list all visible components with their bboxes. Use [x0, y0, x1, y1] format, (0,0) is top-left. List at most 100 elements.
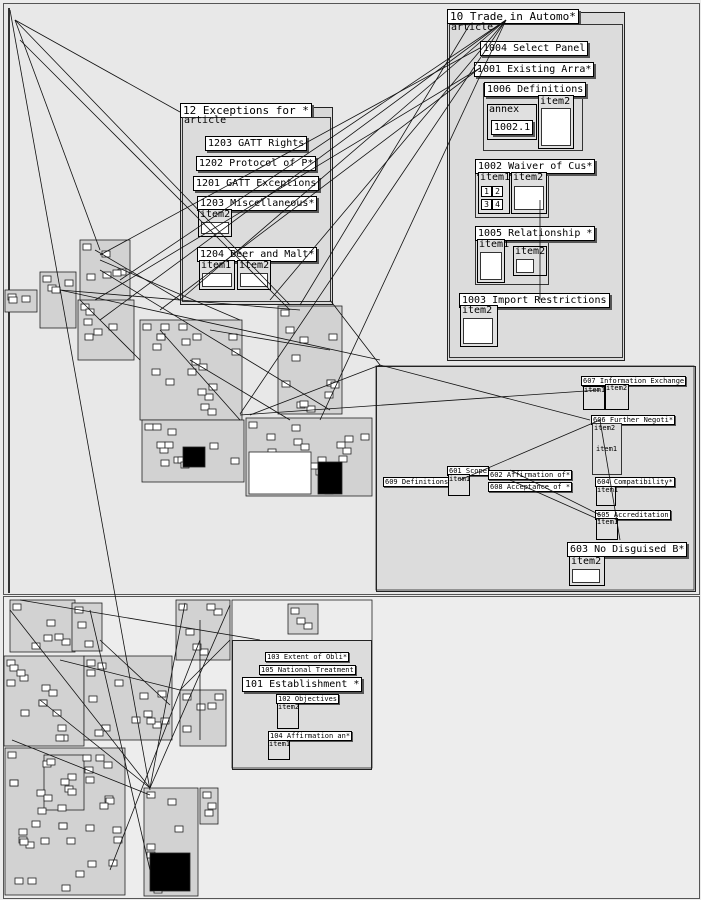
black-block: [317, 461, 343, 495]
node-605[interactable]: 605 Accreditation: [595, 510, 671, 520]
node-1004[interactable]: 1004 Select Panel: [480, 41, 589, 56]
cluster-node: [7, 751, 17, 759]
cluster-node: [54, 633, 64, 641]
cluster-node: [156, 333, 166, 341]
cluster-node: [165, 378, 175, 386]
cluster-node: [31, 820, 41, 828]
edge: [39, 699, 151, 789]
edge: [299, 23, 471, 306]
node-1001[interactable]: 1001 Existing Arra*: [474, 62, 595, 77]
cluster-node: [38, 699, 48, 707]
node-602[interactable]: 602 Affirmation of*: [488, 470, 573, 480]
edge: [99, 47, 481, 256]
cluster-node: [209, 442, 219, 450]
edge: [94, 67, 481, 301]
node-105[interactable]: 105 National Treatment: [259, 665, 356, 675]
edge: [9, 9, 151, 791]
black-block: [182, 446, 206, 468]
cluster-node: [102, 271, 112, 279]
cluster-node: [77, 621, 87, 629]
cluster-node: [230, 457, 240, 465]
item1-h-caption: item1: [596, 445, 618, 453]
node-1006[interactable]: 1006 Definitions: [484, 82, 587, 97]
cluster-node: [290, 607, 300, 615]
cluster-node: [174, 825, 184, 833]
cluster-node: [48, 689, 58, 697]
edge: [119, 19, 507, 281]
cluster-node: [196, 703, 206, 711]
cluster-node: [21, 295, 31, 303]
edge: [329, 299, 381, 366]
edge: [19, 39, 291, 311]
edge: [209, 329, 331, 351]
cluster-node: [152, 721, 162, 729]
cluster-node: [82, 754, 92, 762]
item2-l-caption: item2: [571, 556, 602, 567]
cluster-node: [324, 391, 334, 399]
cluster-node: [61, 638, 71, 646]
cluster-node: [336, 441, 346, 449]
cluster-node: [300, 443, 310, 451]
node-1202[interactable]: 1202 Protocol of P*: [196, 156, 317, 171]
edge: [239, 389, 601, 416]
node-104[interactable]: 104 Affirmation an*: [268, 731, 353, 741]
node-608[interactable]: 608 Acceptance of *: [488, 482, 573, 492]
edge: [239, 19, 507, 415]
item1-k-box: [596, 518, 618, 540]
cluster-node: [144, 423, 154, 431]
cluster-node: [83, 318, 93, 326]
node-1005[interactable]: 1005 Relationship *: [475, 226, 596, 241]
cluster-node: [46, 619, 56, 627]
node-101[interactable]: 101 Establishment *: [242, 677, 363, 692]
cluster-node: [213, 608, 223, 616]
item2-b-caption: item2: [513, 172, 544, 183]
cluster-node: [228, 333, 238, 341]
node-1003[interactable]: 1003 Import Restrictions: [459, 293, 610, 308]
cluster-node: [80, 303, 90, 311]
cluster-node: [266, 433, 276, 441]
chapter-12-label[interactable]: 12 Exceptions for *: [180, 103, 312, 118]
cluster-node: [146, 843, 156, 851]
cluster-node: [187, 368, 197, 376]
annex-item[interactable]: 1002.1: [491, 120, 534, 135]
cluster-node: [198, 363, 208, 371]
cluster-node: [139, 692, 149, 700]
cluster-node: [207, 802, 217, 810]
node-606[interactable]: 606 Further Negoti*: [591, 415, 676, 425]
node-603[interactable]: 603 No Disguised B*: [567, 542, 688, 557]
item1-f-caption: item1: [201, 260, 232, 271]
chapter-10-label[interactable]: 10 Trade in Automo*: [447, 9, 579, 24]
edge: [89, 609, 151, 871]
cluster-node: [200, 403, 210, 411]
node-604[interactable]: 604 Compatibility*: [595, 477, 675, 487]
cluster-node: [55, 734, 65, 742]
node-103[interactable]: 103 Extent of Obli*: [265, 652, 350, 662]
cluster-node: [164, 441, 174, 449]
cluster-node: [95, 754, 105, 762]
cluster-node: [281, 380, 291, 388]
item1-j-box: [596, 486, 616, 506]
cell-4: 4: [492, 199, 503, 210]
item2-b-grid: [514, 186, 544, 210]
cluster-node: [204, 393, 214, 401]
cluster-node: [84, 766, 94, 774]
item1-n-caption: item1: [269, 740, 291, 748]
cluster-node: [160, 459, 170, 467]
cluster-node: [202, 791, 212, 799]
cluster-node: [6, 679, 16, 687]
node-102[interactable]: 102 Objectives: [276, 694, 340, 704]
cluster-node: [8, 296, 18, 304]
cluster-node: [114, 679, 124, 687]
item2-c-grid: [516, 259, 534, 273]
region-border: [375, 365, 695, 591]
cluster-node: [285, 326, 295, 334]
item2-g-box: [605, 384, 629, 410]
node-1203[interactable]: 1203 GATT Rights: [205, 136, 308, 151]
cluster-node: [296, 617, 306, 625]
cluster-node: [94, 729, 104, 737]
cluster-node: [131, 716, 141, 724]
node-607[interactable]: 607 Information Exchange: [581, 376, 687, 386]
cluster-node: [82, 243, 92, 251]
edge: [99, 269, 331, 411]
